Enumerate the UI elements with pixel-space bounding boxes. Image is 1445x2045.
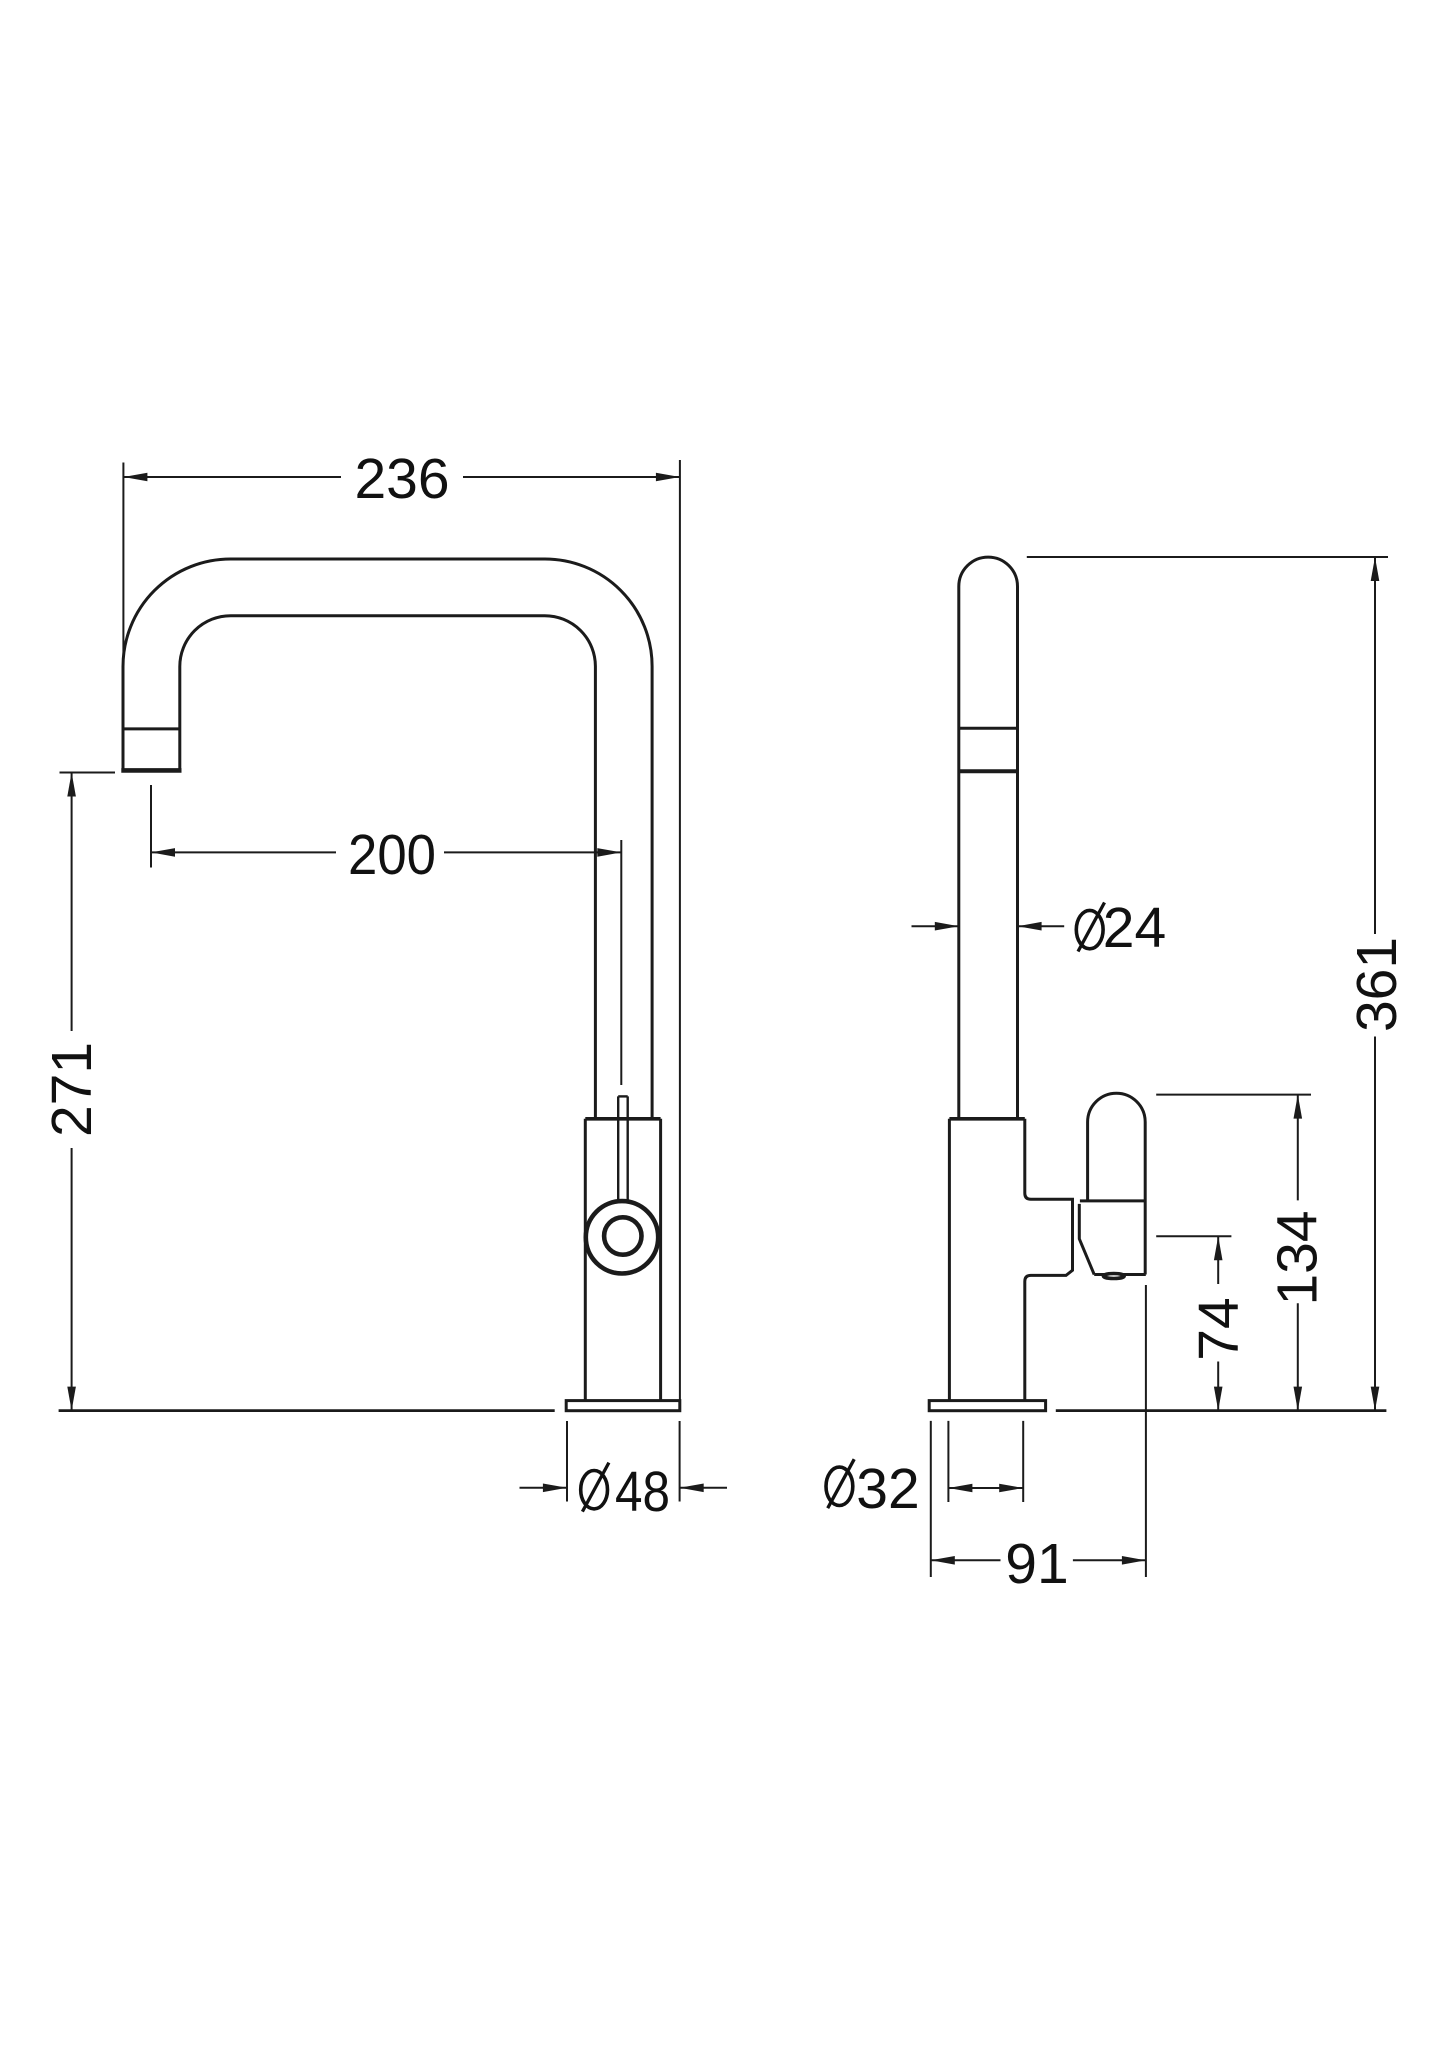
svg-text:24: 24 (1103, 896, 1166, 960)
svg-text:361: 361 (1345, 937, 1409, 1032)
svg-text:134: 134 (1265, 1210, 1329, 1305)
svg-text:74: 74 (1187, 1297, 1251, 1360)
svg-text:271: 271 (40, 1042, 104, 1137)
svg-text:91: 91 (1005, 1532, 1068, 1596)
svg-text:32: 32 (856, 1457, 919, 1521)
svg-text:48: 48 (615, 1460, 670, 1524)
svg-text:200: 200 (348, 823, 436, 887)
svg-text:236: 236 (354, 447, 449, 511)
